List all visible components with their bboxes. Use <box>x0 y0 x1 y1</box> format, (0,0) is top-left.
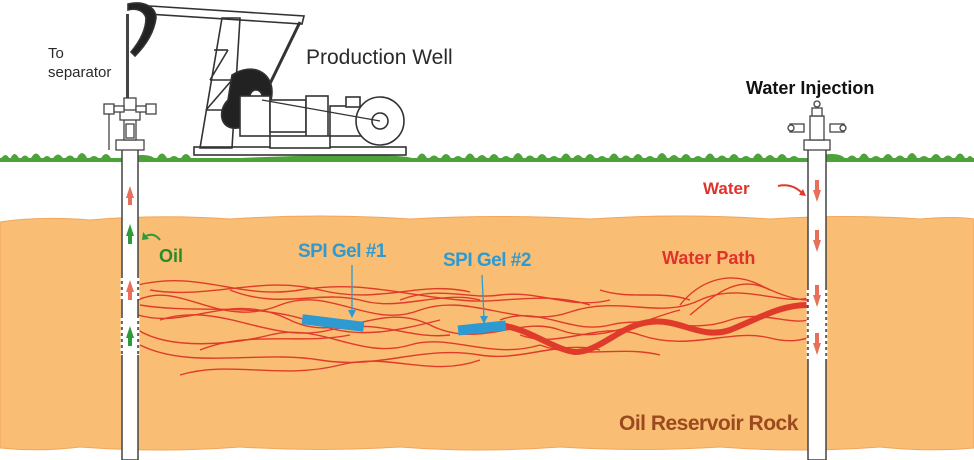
water-down-arrow-4 <box>813 333 821 355</box>
water-injection-label: Water Injection <box>746 78 875 98</box>
production-flow-arrows <box>126 186 134 346</box>
water-channels <box>137 277 809 376</box>
to-separator-label: To separator <box>48 44 111 82</box>
to-separator-line-1: To <box>48 45 64 62</box>
water-label: Water <box>703 179 750 198</box>
production-well-label: Production Well <box>306 46 453 69</box>
oil-up-arrow-1 <box>126 224 134 244</box>
oil-reservoir-rock-label: Oil Reservoir Rock <box>619 412 798 435</box>
water-down-arrow-1 <box>813 180 821 202</box>
oil-entry-arrow <box>145 233 161 241</box>
water-label-arrow-head <box>799 189 806 196</box>
pump-jack <box>127 2 407 156</box>
spi-gel-2-label: SPI Gel #2 <box>443 250 531 271</box>
main-water-path <box>502 302 811 356</box>
oil-label: Oil <box>159 246 184 266</box>
injection-wellhead <box>787 100 847 151</box>
water-down-arrow-2 <box>813 230 821 252</box>
injection-flow-arrows <box>813 180 821 355</box>
to-separator-line-2: separator <box>48 64 112 81</box>
oil-up-arrow-2 <box>126 326 134 346</box>
water-up-arrow-1 <box>126 186 134 205</box>
spi-gel-2 <box>457 320 507 336</box>
oil-entry-arrow-head <box>142 232 149 240</box>
spi-gel-1-label: SPI Gel #1 <box>298 241 386 262</box>
spi-gel-1 <box>301 314 365 332</box>
water-label-arrow <box>777 184 803 194</box>
water-path-label: Water Path <box>662 248 756 268</box>
production-wellhead <box>103 14 157 151</box>
gel-2-pointer-head <box>480 316 488 324</box>
gel-2-pointer <box>481 274 485 319</box>
water-down-arrow-3 <box>813 285 821 307</box>
gel-1-pointer-head <box>348 310 356 318</box>
grass <box>0 153 974 162</box>
water-up-arrow-2 <box>126 280 134 300</box>
